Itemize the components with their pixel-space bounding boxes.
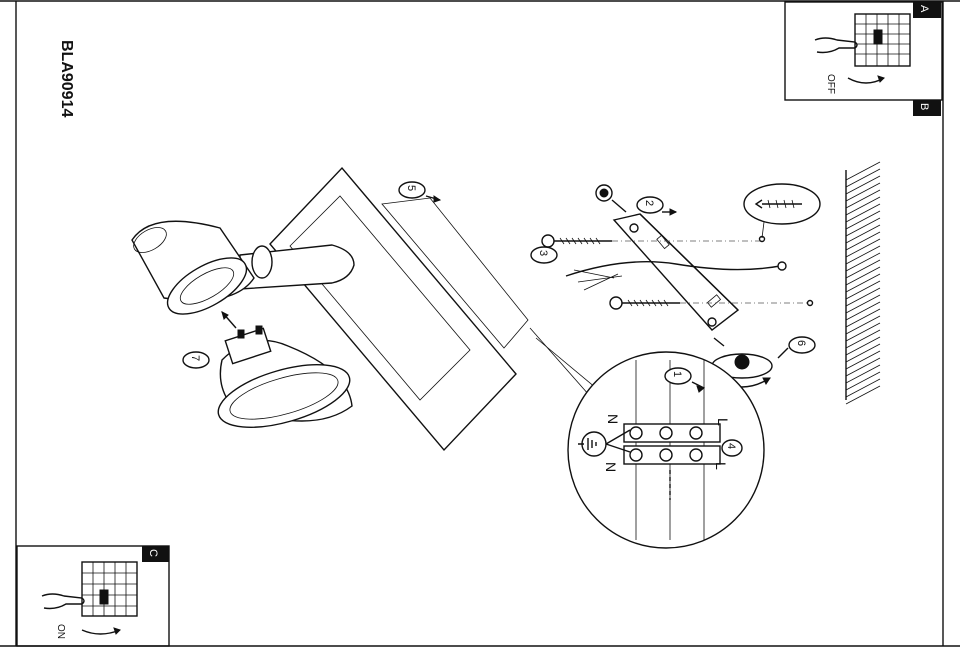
hatch-line [845,245,881,265]
cap-nut-icon [595,184,627,213]
mounting-plate [269,166,529,452]
step-bubble-7: 7 [182,351,210,369]
hand-icon [814,37,858,54]
hatch-line [845,357,881,377]
panel-c-label: ON [55,624,66,639]
hatch-line [845,175,881,195]
panel-a-tag-label: A [918,5,930,13]
hatch-line [845,259,881,279]
panel-b-tag [913,100,941,116]
step-3-label: 3 [537,250,549,256]
screw-icon [609,296,680,310]
hatch-line [845,168,881,188]
hatch-line [845,336,881,356]
panel-c-tag [142,546,169,562]
hatch-line [845,273,881,293]
terminal-label-l-top: L [715,418,731,426]
hand-icon [41,593,85,610]
hatch-line [845,231,881,251]
hatch-line [845,210,881,230]
ground-symbol-icon [581,431,607,457]
step-4-label: 4 [725,443,737,449]
step-bubble-1: 1 [664,367,706,393]
panel-a-label: OFF [825,74,836,94]
hatch-line [845,182,881,202]
hatch-line [845,161,881,181]
supply-cables [565,261,787,291]
hatch-line [845,315,881,335]
fuse-box-icon [81,561,138,617]
hatch-line [845,371,881,391]
terminal-label-n-top: N [605,414,621,424]
step-bubble-3: 3 [530,246,558,264]
hatch-line [845,189,881,209]
hatch-line [845,322,881,342]
step-1-label: 1 [671,371,683,377]
step-bubble-2: 2 [636,196,678,216]
wall-plug-callout [743,183,821,239]
terminal-label-l-bottom: L [713,462,729,470]
panel-b: B [913,100,941,116]
step-6-label: 6 [795,340,807,346]
hatch-line [845,196,881,216]
hatch-line [845,385,881,405]
hatch-line [845,378,881,398]
wall-bracket [612,213,740,331]
spotlight-head [131,220,355,315]
step-bubble-6: 6 [777,336,816,359]
knob-icon [711,337,773,388]
step-7-label: 7 [189,355,201,361]
hatch-line [845,343,881,363]
panel-b-tag-label: B [918,103,930,110]
fuse-box-icon [854,13,911,67]
wall-hatch [845,161,881,405]
document-code: BLA90914 [58,40,75,117]
hatch-line [845,280,881,300]
hatch-line [845,301,881,321]
panel-a-tag [913,2,941,18]
hatch-line [845,364,881,384]
terminal-block-callout [529,327,765,549]
hatch-line [845,329,881,349]
hatch-line [845,266,881,286]
step-2-label: 2 [643,200,655,206]
panel-c: C ON [16,545,170,647]
step-5-label: 5 [405,185,417,191]
bulb-icon [217,325,353,428]
hatch-line [845,238,881,258]
screw-icon [541,234,612,248]
panel-a: A OFF [784,1,943,101]
hatch-line [845,224,881,244]
step-bubble-4: 4 [721,439,743,457]
hatch-line [845,287,881,307]
curved-arrow-icon [81,629,121,635]
hatch-line [845,350,881,370]
step-bubble-5: 5 [398,181,442,203]
terminal-label-n-bottom: N [603,462,619,472]
hatch-line [845,203,881,223]
hatch-line [845,294,881,314]
hatch-line [845,308,881,328]
hatch-line [845,252,881,272]
hatch-line [845,217,881,237]
panel-c-tag-label: C [147,549,159,557]
